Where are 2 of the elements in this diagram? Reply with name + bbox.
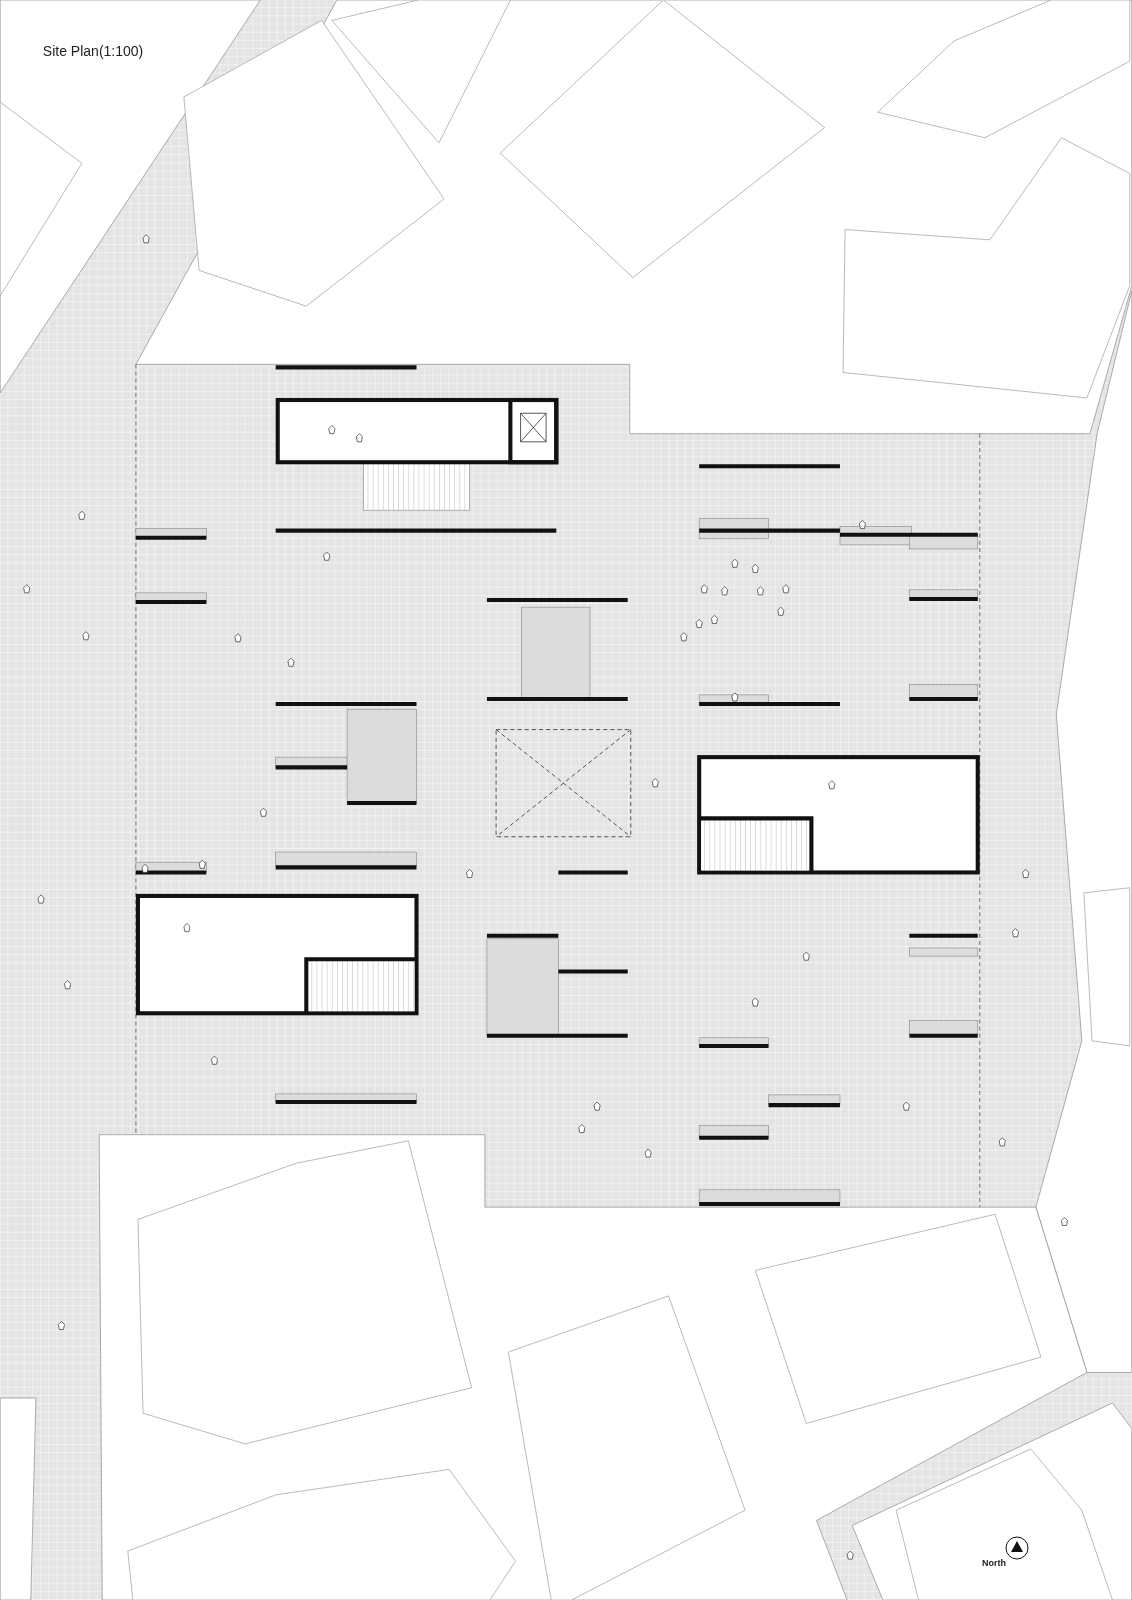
plan-title: Site Plan(1:100): [42, 42, 144, 59]
north-label: North: [981, 1557, 1006, 1568]
